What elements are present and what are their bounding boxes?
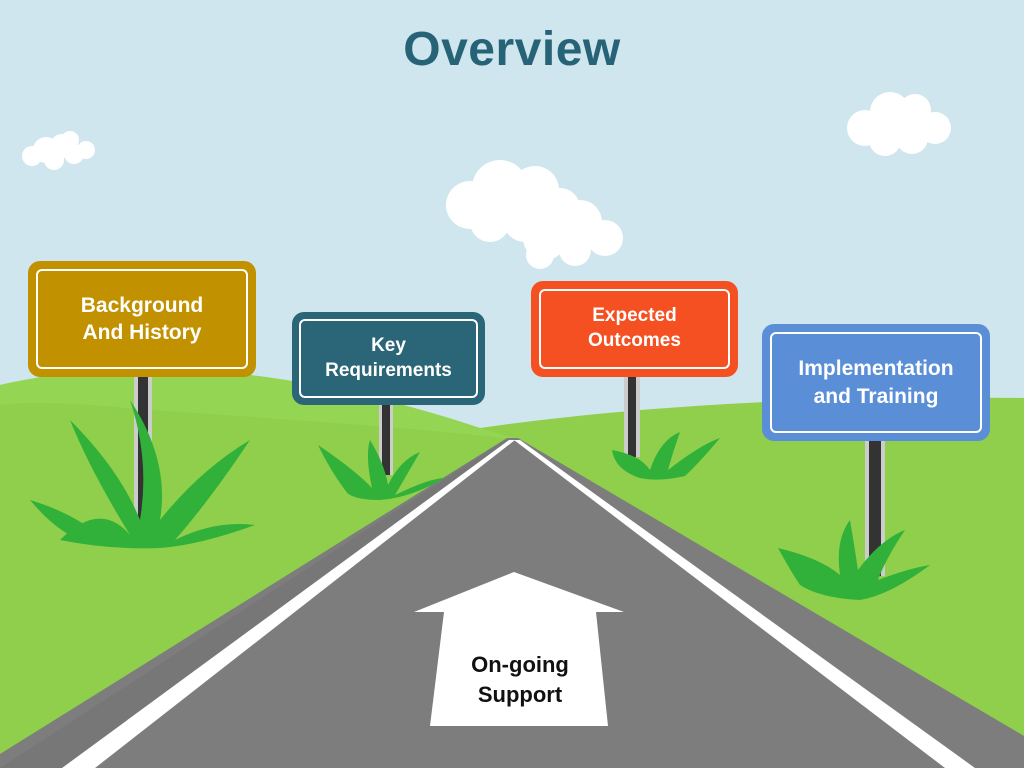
grass-tuft-4 [778, 520, 930, 600]
sign-background-and-history: Background And History [28, 261, 256, 377]
road-arrow [414, 572, 624, 726]
sign-label-line2: And History [82, 321, 202, 344]
arrow-label-line2: Support [477, 681, 563, 707]
road-arrow-label: On-going Support [440, 650, 600, 709]
sign-label-line1: Implementation [798, 357, 954, 381]
sign-label-line1: Expected [592, 305, 677, 327]
road-line-left [62, 440, 515, 768]
sign-label-line2: and Training [813, 384, 939, 408]
sign-label-line2: Outcomes [588, 330, 681, 351]
cloud-small-left [22, 131, 95, 170]
page-title: Overview [403, 23, 621, 76]
sign-implementation-and-training: Implementation and Training [762, 324, 990, 441]
arrow-label-line1: On-going [471, 652, 569, 677]
cloud-right [847, 92, 951, 156]
sign-key-requirements: Key Requirements [292, 312, 485, 405]
sign-label-line1: Key [371, 334, 406, 356]
sign-label-line2: Requirements [325, 359, 452, 381]
grass-tuft-1 [30, 400, 255, 549]
road-line-right [514, 440, 975, 768]
sign-label-line1: Background [80, 293, 204, 317]
road-shade [0, 440, 512, 768]
sign-expected-outcomes: Expected Outcomes [531, 281, 738, 377]
grass-tuft-3 [612, 432, 720, 480]
cloud-center [446, 160, 623, 269]
grass-tuft-2 [318, 440, 445, 500]
